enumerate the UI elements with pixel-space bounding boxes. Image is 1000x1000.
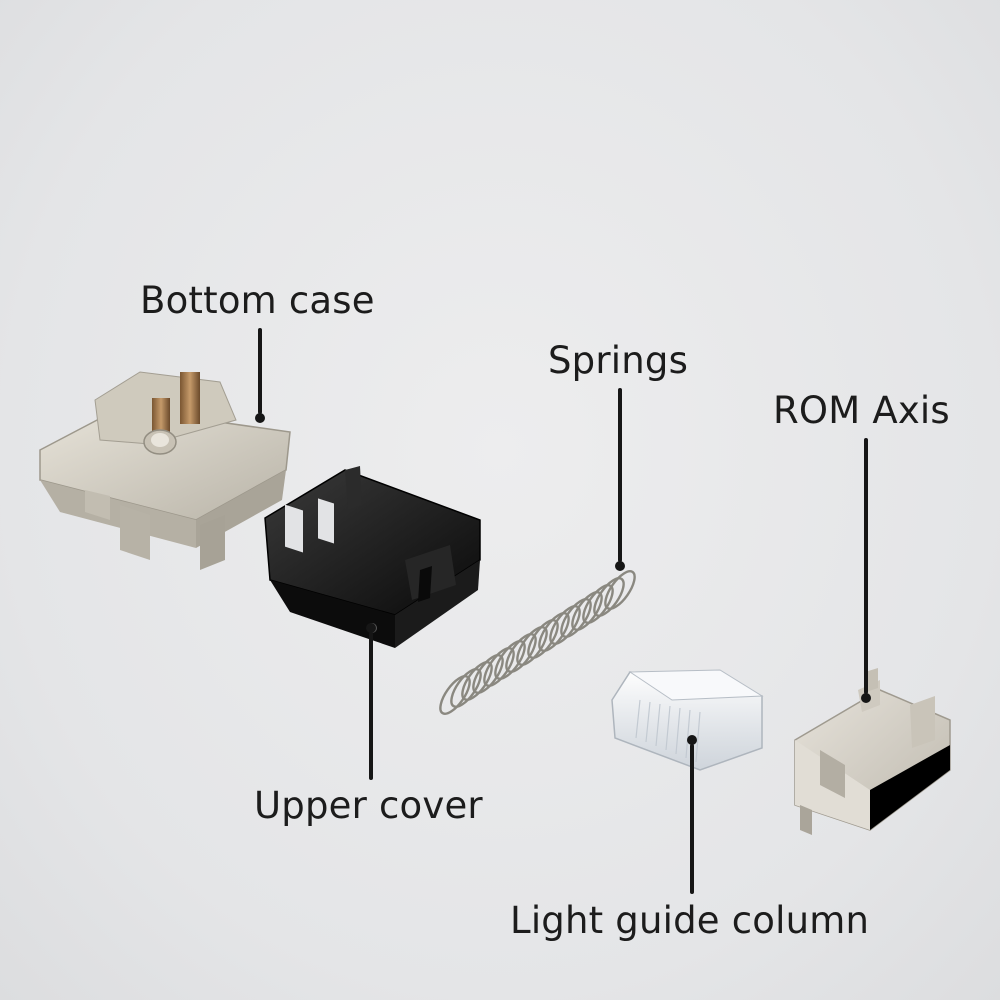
bottom-case-part — [39, 371, 291, 570]
light-guide-part — [611, 669, 764, 771]
spring-part — [439, 570, 636, 715]
spring-coil — [604, 570, 636, 610]
label-upper-cover: Upper cover — [254, 784, 483, 827]
leader-dot-rom-axis — [861, 693, 871, 703]
spring-coil — [593, 577, 625, 617]
leader-lines — [255, 328, 871, 894]
leader-dot-bottom-case — [255, 413, 265, 423]
label-rom-axis: ROM Axis — [773, 389, 950, 432]
upper-cover-part — [264, 466, 481, 648]
rom-axis-part — [794, 668, 951, 835]
leader-dot-light-guide — [687, 735, 697, 745]
label-bottom-case: Bottom case — [140, 279, 375, 322]
label-springs: Springs — [548, 339, 689, 382]
label-light-guide-column: Light guide column — [510, 899, 870, 942]
leader-dot-upper-cover — [366, 623, 376, 633]
leader-dot-springs — [615, 561, 625, 571]
